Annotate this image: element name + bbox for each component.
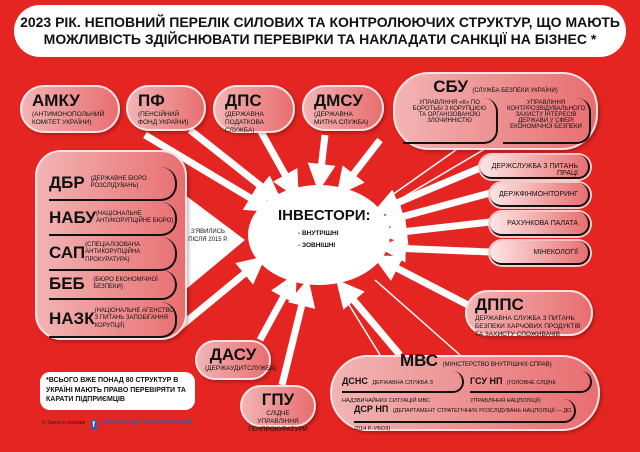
node-accounting-chamber: РАХУНКОВА ПАЛАТА (490, 212, 590, 236)
full-name: (національне агенство з питань запобіган… (94, 307, 174, 329)
node-mvs: МВС (МІНІСТЕРСТВО ВНУТРІШНІХ СПРАВ) ДСНС… (330, 351, 600, 432)
facebook-icon: f (90, 420, 97, 430)
node-dps: ДПС(державна податкова служба) (213, 85, 295, 134)
title-line-1: 2023 РІК. НЕПОВНИЙ ПЕРЕЛІК СИЛОВИХ ТА КО… (20, 14, 620, 30)
node-gsu-np: ГСУ НП (ГОЛОВНЕ СЛІДЧЕ УПРАВЛІННЯ НАЦПОЛ… (470, 371, 592, 404)
node-amku: АМКУ(антимонопольний комітет України) (20, 85, 120, 133)
abbr: ГСУ НП (470, 376, 503, 386)
abbr: ГПУ (261, 390, 295, 409)
full-name: (державна податкова служба) (225, 111, 265, 134)
investors-external: - ЗОВНІШНІ (298, 242, 336, 249)
investors-ellipse: ІНВЕСТОРИ: - ВНУТРІШНІ - ЗОВНІШНІ (248, 185, 390, 285)
abbr: ПФ (138, 91, 165, 110)
full-name: (СЛУЖБА БЕЗПЕКИ УКРАЇНИ) (472, 88, 558, 94)
node-nabu: НАБУ(національне антикорупційне бюро) (49, 202, 177, 236)
full-name: (ДЕПАРТАМЕНТ СТРАТЕГІЧНИХ РОЗСЛІДУВАНЬ Н… (354, 408, 572, 432)
node-finmonitoring: ДЕРЖФІНМОНІТОРИНГ (490, 183, 590, 207)
page-title: 2023 РІК. НЕПОВНИЙ ПЕРЕЛІК СИЛОВИХ ТА КО… (14, 5, 626, 57)
abbr: БЕБ (49, 274, 85, 293)
copyright: © (42, 420, 46, 426)
node-nazk: НАЗК(національне агенство з питань запоб… (49, 302, 177, 338)
full-name: (бюро економічної безпеки) (93, 276, 158, 291)
abbr: МВС (400, 351, 439, 370)
appeared-after-2015-note: З'ЯВИЛИСЬ ПІСЛЯ 2015 Р. (188, 229, 228, 243)
abbr: ДПС (225, 91, 262, 110)
abbr: ДБР (49, 173, 85, 192)
abbr: ДСНС (342, 376, 368, 386)
full-name: ДЕРЖАВНА СЛУЖБА З ПИТАНЬ БЕЗПЕКИ ХАРЧОВИ… (475, 315, 581, 338)
node-dsns: ДСНС ДЕРЖАВНА СЛУЖБА З НАДЗВИЧАЙНИХ СИТУ… (342, 371, 464, 404)
node-beb: БЕБ (бюро економічної безпеки) (49, 270, 177, 300)
full-name: (спеціалізована антикорупційна прокурату… (85, 241, 141, 263)
abbr: АМКУ (32, 91, 80, 110)
full-name: СЛІДЧЕ УПРАВЛІННЯ ГЕНПРОКУРАТУРИ (248, 410, 308, 433)
investors-internal: - ВНУТРІШНІ (298, 230, 339, 237)
abbr: САП (49, 243, 86, 262)
investors-title: ІНВЕСТОРИ: (278, 207, 371, 224)
new-agencies-group: ДБР(державне бюро розслідувань) НАБУ(нац… (35, 150, 187, 340)
source: Закон и спорови (47, 420, 86, 426)
node-dmsu: ДМСУ(державна митна служба) (302, 85, 384, 131)
node-labor-service: ДЕРЖСЛУЖБА З ПИТАНЬ ПРАЦІ (480, 155, 590, 179)
node-dsr-np: ДСР НП (ДЕПАРТАМЕНТ СТРАТЕГІЧНИХ РОЗСЛІД… (354, 399, 576, 432)
node-dasu: ДАСУ(ДЕРЖАУДИТСЛУЖБА) (195, 340, 277, 380)
sbu-unit-counterintel: УПРАВЛІННЯ КОНТРРОЗВІДУВАЛЬНОГО ЗАХИСТУ … (503, 98, 591, 144)
abbr: СБУ (433, 77, 468, 96)
node-sbu: СБУ (СЛУЖБА БЕЗПЕКИ УКРАЇНИ) УПРАВЛІННЯ … (393, 72, 598, 150)
node-minecology: МІНЕКОЛОГІЇ (490, 241, 590, 265)
footnote: *ВСЬОГО ВЖЕ ПОНАД 80 СТРУКТУР В УКРАЇНІ … (40, 372, 195, 410)
credits: © Закон и спорови f ОЛЕКСАНДР СОКОЛОВСЬК… (42, 420, 192, 430)
full-name: ДЕРЖАВНА СЛУЖБА З НАДЗВИЧАЙНИХ СИТУАЦІЙ … (342, 380, 433, 404)
full-name: (державна митна служба) (314, 111, 369, 126)
full-name: (пенсійний фонд України) (138, 111, 189, 126)
abbr: НАЗК (49, 309, 95, 328)
abbr: ДППС (475, 295, 524, 314)
full-name: (національне антикорупційне бюро) (95, 210, 174, 225)
node-sap: САП(спеціалізована антикорупційна прокур… (49, 237, 177, 271)
sbu-unit-k: УПРАВЛІННЯ «К» ПО БОРОТЬБІ З КОРУПЦІЄЮ Т… (403, 98, 498, 144)
abbr: ДСР НП (354, 404, 389, 414)
author: ОЛЕКСАНДР СОКОЛОВСЬКИЙ (102, 420, 193, 426)
abbr: НАБУ (49, 208, 96, 227)
full-name: (ДЕРЖАУДИТСЛУЖБА) (205, 365, 277, 372)
full-name: (антимонопольний комітет України) (32, 111, 105, 126)
node-dbr: ДБР (державне бюро розслідувань) (49, 167, 177, 201)
abbr: ДМСУ (314, 91, 363, 110)
abbr: ДАСУ (209, 345, 257, 364)
full-name: (МІНІСТЕРСТВО ВНУТРІШНІХ СПРАВ) (442, 362, 552, 368)
title-line-2: МОЖЛИВІСТЬ ЗДІЙСНЮВАТИ ПЕРЕВІРКИ ТА НАКЛ… (43, 31, 597, 47)
node-pf: ПФ(пенсійний фонд України) (126, 85, 206, 131)
full-name: (ГОЛОВНЕ СЛІДЧЕ УПРАВЛІННЯ НАЦПОЛІЦІЇ) (470, 380, 557, 404)
full-name: (державне бюро розслідувань) (90, 175, 147, 190)
triangle-arrow (185, 195, 245, 290)
